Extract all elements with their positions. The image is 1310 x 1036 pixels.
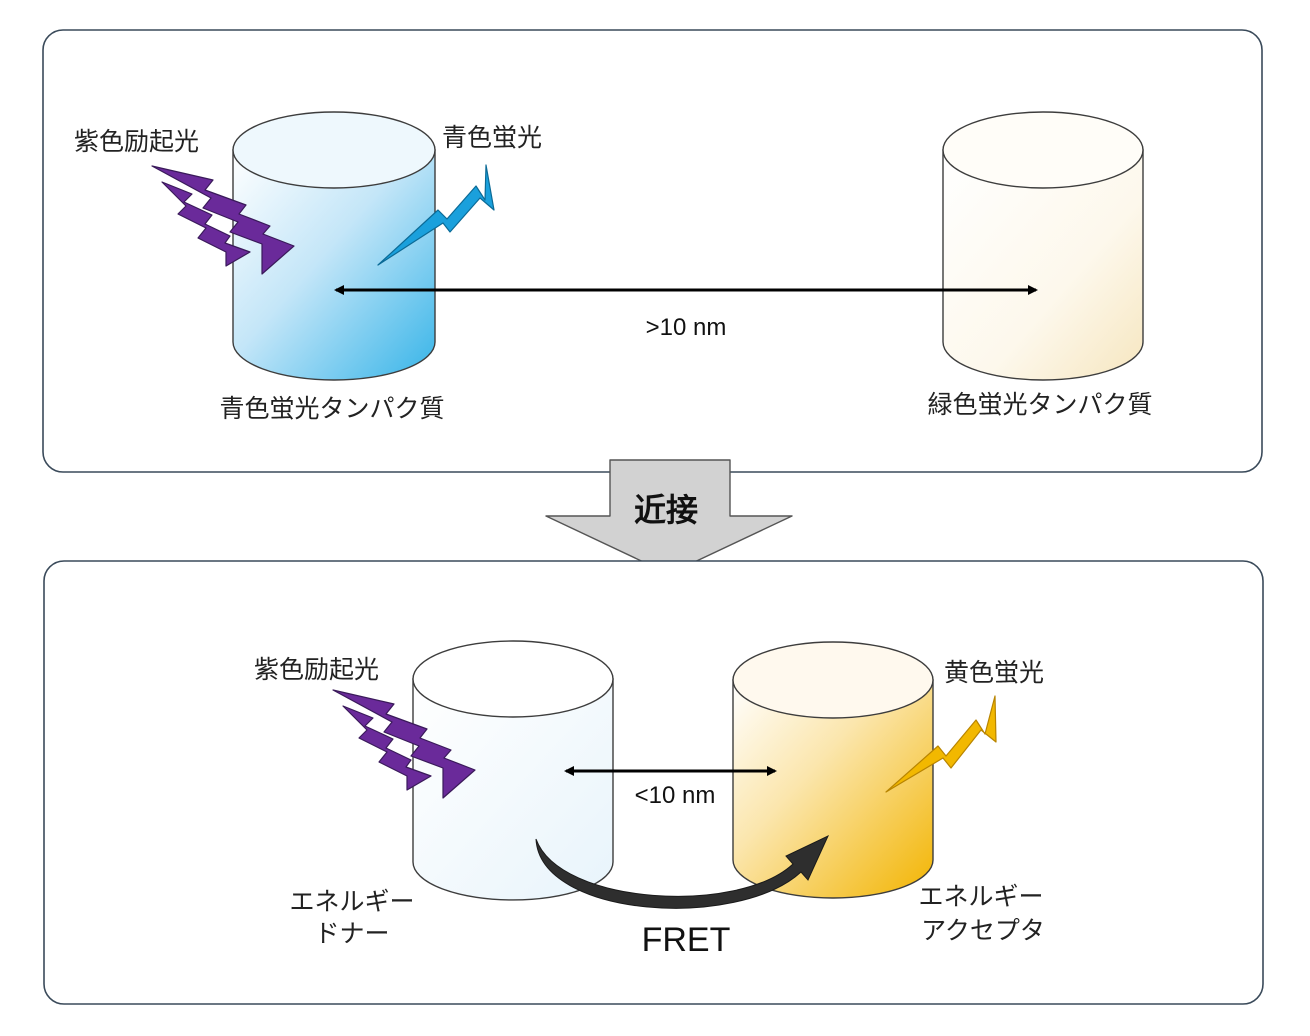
acceptor-label-line2: アクセプタ [921, 916, 1045, 945]
violet-excitation-bolt-icon [151, 165, 295, 275]
donor-label-line2: ドナー [314, 919, 389, 948]
acceptor-label-line1: エネルギー [918, 882, 1043, 911]
donor-label-line1: エネルギー [289, 887, 414, 916]
yellow-emission-label: 黄色蛍光 [944, 658, 1044, 687]
yellow-emission-bolt-icon [885, 695, 997, 793]
fret-label: FRET [642, 921, 731, 959]
energy-acceptor-cylinder [732, 641, 934, 899]
green-protein-label: 緑色蛍光タンパク質 [927, 390, 1152, 419]
blue-protein-label: 青色蛍光タンパク質 [219, 394, 444, 423]
blue-emission-bolt-icon [377, 164, 495, 266]
excitation-label-bottom: 紫色励起光 [254, 655, 379, 684]
blue-fluorescent-protein-cylinder [232, 111, 436, 381]
fret-curved-arrow-icon [535, 834, 830, 909]
violet-excitation-bolt-bottom-icon [332, 689, 476, 799]
energy-donor-cylinder [412, 640, 614, 901]
approach-label: 近接 [634, 491, 698, 529]
green-fluorescent-protein-cylinder [942, 111, 1144, 381]
blue-emission-label: 青色蛍光 [442, 123, 542, 152]
excitation-label-top: 紫色励起光 [74, 127, 199, 156]
distance-label-bottom: <10 nm [635, 782, 716, 809]
bottom-panel [43, 560, 1264, 1005]
approach-arrow-icon: 近接 [545, 459, 793, 575]
distance-label-top: >10 nm [646, 314, 727, 341]
